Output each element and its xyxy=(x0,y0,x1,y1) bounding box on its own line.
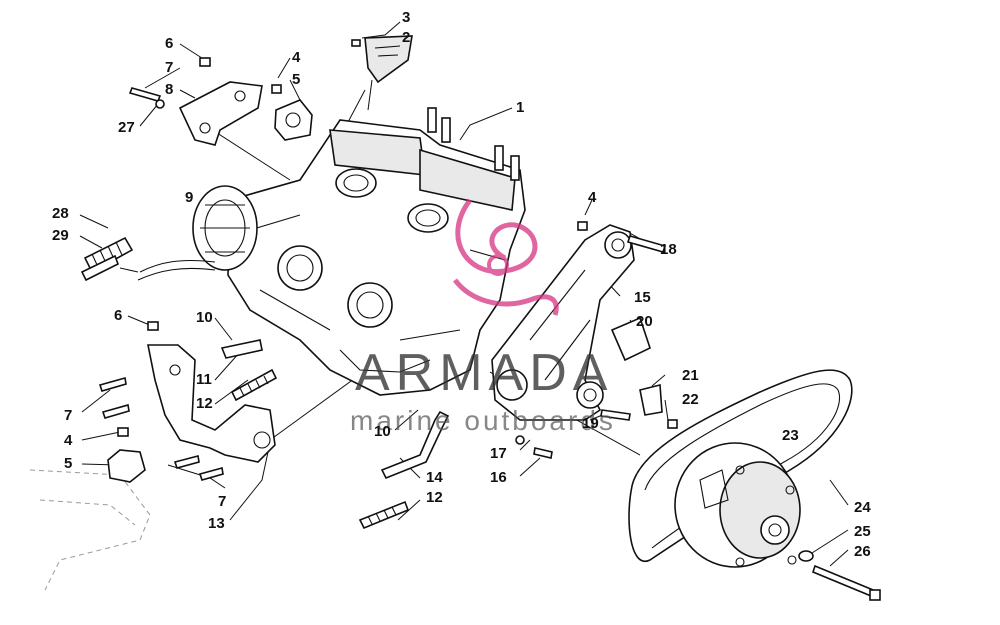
callout-20: 20 xyxy=(636,313,653,330)
bolt-icon xyxy=(577,221,678,429)
callout-7: 7 xyxy=(165,59,173,76)
callout-6: 6 xyxy=(114,307,122,324)
callout-4: 4 xyxy=(588,189,597,206)
callout-23: 23 xyxy=(782,427,799,444)
callout-28: 28 xyxy=(52,205,69,222)
recoil-starter xyxy=(192,185,258,271)
callout-12: 12 xyxy=(196,395,213,412)
callout-11: 11 xyxy=(196,371,212,388)
watermark-title: ARMADA xyxy=(355,344,613,402)
washer-icon xyxy=(798,550,814,562)
callout-29: 29 xyxy=(52,227,69,244)
belt-guard-bracket xyxy=(610,316,663,416)
callout-5: 5 xyxy=(292,71,300,88)
watermark-logo xyxy=(453,198,559,316)
callout-22: 22 xyxy=(682,391,699,408)
watermark-subtitle: marine outboards xyxy=(350,405,616,436)
callout-17: 17 xyxy=(490,445,507,462)
callout-2: 2 xyxy=(402,29,410,46)
engine-block xyxy=(227,119,526,396)
callout-6: 6 xyxy=(165,35,173,52)
chassis-outline xyxy=(29,469,151,591)
callout-13: 13 xyxy=(208,515,225,532)
callout-25: 25 xyxy=(854,523,871,540)
engine-mount xyxy=(274,99,313,141)
callout-7: 7 xyxy=(218,493,226,510)
callout-18: 18 xyxy=(660,241,677,258)
callout-9: 9 xyxy=(185,189,193,206)
exhaust-hose xyxy=(137,259,216,281)
callout-5: 5 xyxy=(64,455,72,472)
starter-handle xyxy=(351,35,413,111)
callout-3: 3 xyxy=(402,9,410,26)
callout-10: 10 xyxy=(374,423,391,440)
bolt-icon xyxy=(128,57,282,109)
oil-line xyxy=(358,410,450,530)
callout-12: 12 xyxy=(426,489,443,506)
callout-27: 27 xyxy=(118,119,135,136)
bolt-icon xyxy=(98,321,224,481)
callout-labels: 1 2 3 4 4 4 5 5 6 6 7 7 7 8 9 10 10 11 1… xyxy=(52,9,871,560)
callout-1: 1 xyxy=(516,99,524,116)
callout-7: 7 xyxy=(64,407,72,424)
callout-26: 26 xyxy=(854,543,871,560)
callout-24: 24 xyxy=(854,499,871,516)
callout-4: 4 xyxy=(292,49,301,66)
lower-engine-mount xyxy=(107,449,146,483)
front-mount-bracket xyxy=(147,344,276,463)
callout-19: 19 xyxy=(582,415,599,432)
callout-14: 14 xyxy=(426,469,443,486)
spark-plug-icon xyxy=(427,107,520,181)
callout-15: 15 xyxy=(634,289,651,306)
callout-16: 16 xyxy=(490,469,507,486)
rear-mount-bracket xyxy=(491,224,635,421)
upper-mount-bracket xyxy=(178,81,263,146)
hose-clamp-icon xyxy=(220,339,278,402)
callout-4: 4 xyxy=(64,432,73,449)
bolt-icon xyxy=(812,564,881,601)
callout-8: 8 xyxy=(165,81,173,98)
spring-icon xyxy=(80,236,134,282)
callout-10: 10 xyxy=(196,309,213,326)
drive-clutch xyxy=(674,442,801,568)
callout-21: 21 xyxy=(682,367,699,384)
bolt-icon xyxy=(515,435,553,459)
